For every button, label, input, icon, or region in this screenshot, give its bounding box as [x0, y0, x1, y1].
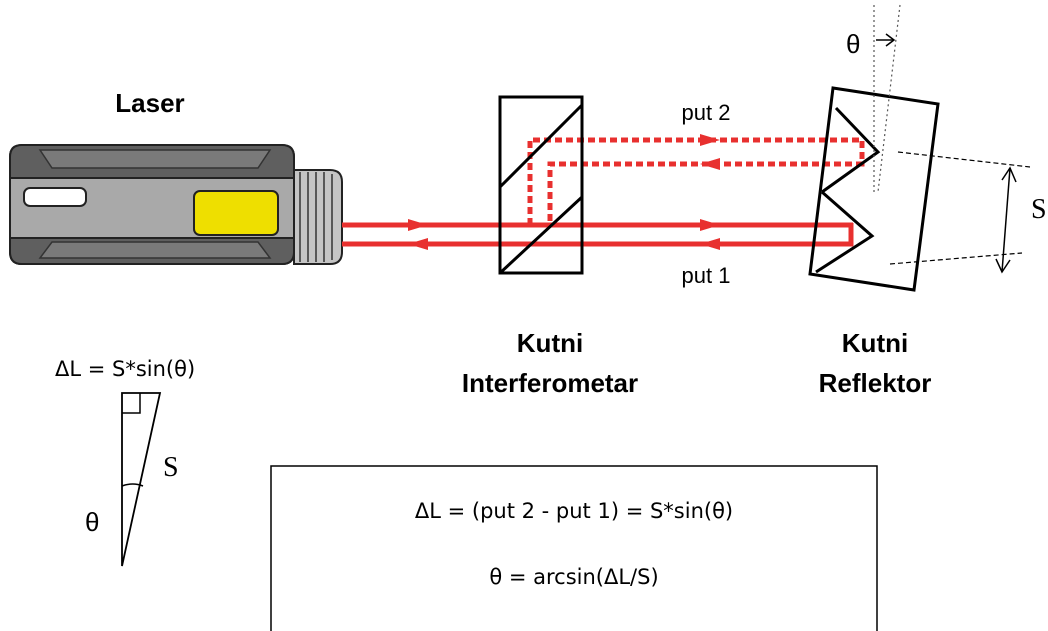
right-angle-marker: [122, 393, 141, 414]
laser-device: [9, 144, 343, 265]
beam-arrow-left: [408, 238, 428, 250]
beam-arrow-right: [700, 219, 720, 231]
delta-l-formula: ΔL = S*sin(θ): [55, 357, 195, 381]
prism-outline: [498, 95, 584, 275]
reflector-corner-upper: [821, 106, 881, 194]
theta-angle-marker: [873, 4, 901, 193]
theta-angle-arc: [121, 483, 144, 487]
beam-arrow-right: [700, 134, 720, 146]
s-arrow-head: [1001, 166, 1017, 183]
theta-top-label: θ: [846, 29, 860, 59]
interferometer-label-line2: Interferometar: [462, 368, 638, 398]
corner-reflector: [808, 86, 940, 292]
reflector-corner-lower: [815, 190, 875, 274]
interferometer-prism: [498, 95, 584, 275]
laser-bottom-groove: [38, 241, 272, 259]
s-arrow-head: [995, 258, 1011, 274]
laser-nozzle: [293, 169, 343, 265]
formula-line-2: θ = arcsin(ΔL/S): [489, 565, 658, 589]
beam-path-2: [527, 137, 865, 225]
beam-arrow-left: [700, 158, 720, 170]
s-extension-line: [889, 252, 1023, 265]
interferometer-label-line1: Kutni: [517, 328, 583, 358]
laser-status-slot: [23, 187, 87, 207]
laser-label: Laser: [115, 88, 184, 118]
theta-arrow-head: [885, 33, 896, 47]
beam-arrow-left: [700, 238, 720, 250]
reflector-label-line2: Reflektor: [819, 368, 932, 398]
put-1-label: put 1: [682, 263, 731, 288]
put-2-label: put 2: [682, 100, 731, 125]
s-dimension: [889, 151, 1031, 274]
formula-box-border: [270, 465, 878, 631]
prism-diagonal: [498, 195, 584, 275]
laser-window: [193, 190, 279, 236]
prism-diagonal: [498, 103, 584, 189]
s-dimension-line: [1001, 167, 1011, 273]
reflector-outline: [808, 86, 940, 292]
beam-dotted-loop: [527, 137, 865, 225]
formula-box: [270, 465, 878, 631]
angle-triangle: [121, 392, 162, 567]
s-extension-line: [897, 151, 1031, 168]
reflector-label-line1: Kutni: [842, 328, 908, 358]
beam-arrow-right: [408, 219, 428, 231]
formula-line-1: ΔL = (put 2 - put 1) = S*sin(θ): [415, 499, 733, 523]
beam-path-1: [342, 219, 854, 250]
tilted-reference-line: [877, 4, 901, 193]
triangle-s-label: S: [163, 452, 179, 483]
triangle-outline: [121, 392, 162, 567]
s-right-label: S: [1031, 194, 1047, 225]
laser-top-groove: [38, 149, 272, 169]
triangle-theta-label: θ: [85, 507, 99, 537]
